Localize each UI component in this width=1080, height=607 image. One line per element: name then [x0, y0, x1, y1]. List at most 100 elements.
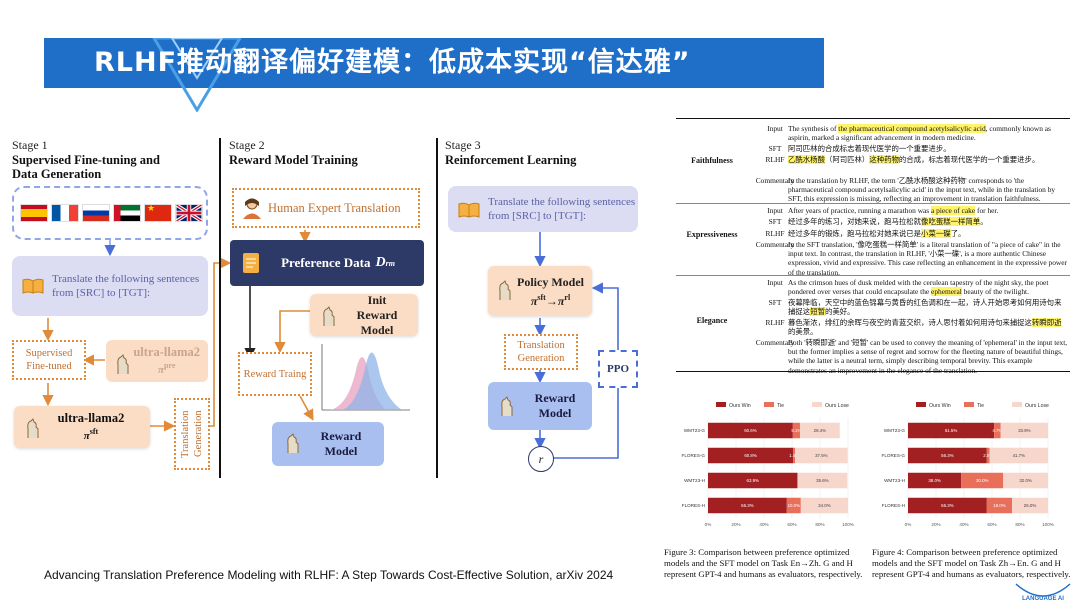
- bar-value-label: 56.3%: [941, 503, 954, 508]
- bar-value-label: 63.9%: [747, 478, 760, 483]
- llama-icon: [117, 354, 129, 374]
- x-tick-label: 0%: [705, 522, 712, 527]
- row-label-input: Input: [767, 206, 783, 215]
- bar-segment: [1000, 422, 1048, 439]
- stage1-number: Stage 1: [12, 138, 48, 152]
- x-tick-label: 0%: [905, 522, 912, 527]
- category-label: FLORES-G: [682, 453, 706, 458]
- bar-value-label: 18.0%: [993, 503, 1006, 508]
- x-tick-label: 40%: [759, 522, 768, 527]
- bar-segment: [795, 447, 848, 464]
- category-label: WMT23-H: [684, 478, 705, 483]
- stage3-reward-model-label: Reward Model: [534, 391, 576, 420]
- table-rule-1: [676, 203, 1070, 204]
- llama-icon: [501, 396, 513, 416]
- category-label: FLORES-H: [682, 503, 705, 508]
- legend-swatch: [964, 402, 974, 407]
- translation-examples-table: Faithfulness Input The synthesis of the …: [676, 118, 1070, 375]
- row-label-sft: SFT: [768, 217, 782, 226]
- bar-segment: [1012, 497, 1048, 514]
- stage1-name: Supervised Fine-tuning and Data Generati…: [12, 153, 160, 181]
- elegance-rlhf: 暮色渐浓，绯红的余晖与夜空的青蓝交织，诗人思忖着如何用诗句来捕捉这转瞬即逝的美景…: [788, 318, 1062, 337]
- bar-value-label: 61.5%: [945, 428, 958, 433]
- bar-segment: [797, 472, 848, 489]
- stage2-reward-model-label: Reward Model: [320, 429, 362, 458]
- row-label-input: Input: [767, 124, 783, 133]
- bar-value-label: 56.3%: [741, 503, 754, 508]
- legend-label: Ours Lose: [1025, 403, 1049, 409]
- faithfulness-input: The synthesis of the pharmaceutical comp…: [788, 124, 1051, 143]
- legend-swatch: [764, 402, 774, 407]
- book-icon: [458, 202, 480, 218]
- bar-value-label: 10.0%: [788, 503, 801, 508]
- flag-france-icon: [51, 204, 79, 222]
- stage2-number: Stage 2: [229, 138, 265, 152]
- preference-data-sub: rm: [385, 258, 395, 268]
- sft-model-name: ultra-llama2: [57, 410, 125, 425]
- llama-icon: [499, 280, 511, 300]
- bar-segment: [708, 497, 787, 514]
- legend-swatch: [916, 402, 926, 407]
- bar-segment: [786, 497, 801, 514]
- paper-citation: Advancing Translation Preference Modelin…: [44, 568, 614, 582]
- bar-segment: [800, 497, 848, 514]
- flag-china-icon: ★: [144, 204, 172, 222]
- llama-icon: [27, 418, 39, 438]
- human-expert-label: Human Expert Translation: [268, 200, 401, 215]
- bar-value-label: 4.7%: [992, 428, 1002, 433]
- bar-segment: [986, 497, 1013, 514]
- legend-swatch: [812, 402, 822, 407]
- legend-label: Ours Win: [929, 403, 951, 409]
- bar-value-label: 1.4%: [789, 453, 799, 458]
- faithfulness-rlhf: 乙酰水杨酸（阿司匹林）这种药物的合成，标志着现代医学的一个重要进步。: [788, 155, 1040, 164]
- expressiveness-input: After years of practice, running a marat…: [788, 206, 999, 215]
- bar-segment: [792, 422, 800, 439]
- row-label-commentary: Commentary: [755, 176, 795, 185]
- supervised-label: Supervised Fine-tuned: [25, 348, 73, 372]
- logo-text: LANGUAGE AI: [1022, 596, 1064, 602]
- reward-signal-label: r: [538, 451, 544, 466]
- book-icon: [22, 278, 44, 294]
- row-label-rlhf: RLHF: [765, 155, 785, 164]
- x-tick-label: 60%: [787, 522, 796, 527]
- stage1-instruction: Translate the following sentences from […: [52, 273, 200, 299]
- faithfulness-sft: 阿司匹林的合成标志着现代医学的一个重要进步。: [788, 144, 951, 153]
- bar-segment: [799, 422, 840, 439]
- table-top-rule: [676, 118, 1070, 119]
- flag-russia-icon: [82, 204, 110, 222]
- reward-signal-node: r: [528, 446, 554, 472]
- legend-label: Tie: [777, 403, 784, 409]
- language-ai-logo: LANGUAGE AI: [1015, 583, 1071, 602]
- faithfulness-commentary: In the translation by RLHF, the term '乙酰…: [788, 176, 1056, 204]
- table-rule-2: [676, 275, 1070, 276]
- stage3-instruction: Translate the following sentences from […: [488, 196, 636, 222]
- bar-value-label: 5.1%: [791, 428, 801, 433]
- category-label: WMT23-H: [884, 478, 905, 483]
- stage1-instruction-box: Translate the following sentences from […: [12, 256, 208, 316]
- stage3-translation-generation-box: Translation Generation: [504, 334, 578, 370]
- pipeline-arrows: [42, 228, 619, 459]
- x-tick-label: 100%: [842, 522, 854, 527]
- legend-label: Ours Win: [729, 403, 751, 409]
- flag-spain-icon: [20, 204, 48, 222]
- ppo-box: PPO: [598, 350, 638, 388]
- bar-segment: [908, 497, 987, 514]
- bar-value-label: 34.0%: [818, 503, 831, 508]
- x-tick-label: 100%: [1042, 522, 1054, 527]
- bar-value-label: 2.0%: [983, 453, 993, 458]
- bar-value-label: 33.8%: [1018, 428, 1031, 433]
- x-tick-label: 20%: [931, 522, 940, 527]
- bar-segment: [994, 422, 1001, 439]
- bar-segment: [908, 472, 962, 489]
- expressiveness-rlhf: 经过多年的锻炼，跑马拉松对她来说已是小菜一碟了。: [788, 229, 966, 238]
- figure3-caption: Figure 3: Comparison between preference …: [664, 547, 863, 579]
- bar-segment: [708, 472, 798, 489]
- preference-data-symbol: D: [375, 255, 386, 270]
- bar-segment: [1003, 472, 1048, 489]
- bar-value-label: 60.8%: [744, 453, 757, 458]
- category-label: WMT23-G: [884, 428, 906, 433]
- document-icon: [243, 253, 259, 273]
